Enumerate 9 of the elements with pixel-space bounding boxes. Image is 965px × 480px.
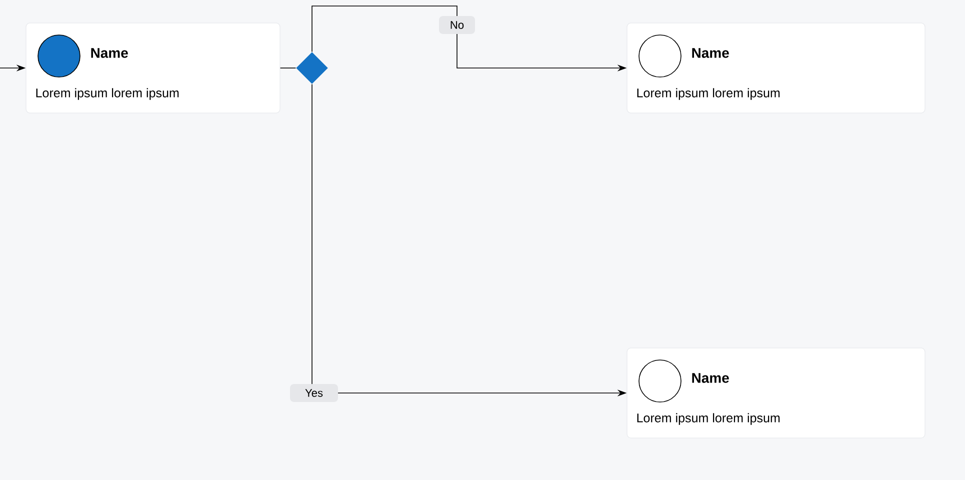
card-title: Name	[91, 48, 128, 58]
card-text: Lorem ipsum lorem ipsum	[36, 88, 179, 100]
edge-label: Yes	[290, 384, 338, 402]
card-title: Name	[692, 48, 729, 58]
card-text: Lorem ipsum lorem ipsum	[637, 88, 780, 100]
card-text: Lorem ipsum lorem ipsum	[637, 413, 780, 425]
card-title: Name	[692, 373, 729, 383]
edge-label: No	[439, 16, 475, 34]
decision-diamond	[296, 52, 328, 84]
